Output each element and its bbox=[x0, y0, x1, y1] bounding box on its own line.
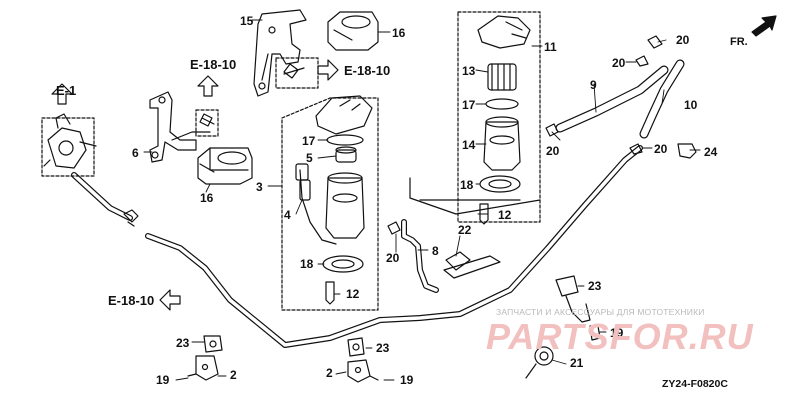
bracket-15 bbox=[253, 9, 307, 97]
ref-20-b: 20 bbox=[612, 56, 626, 70]
clamp-16-top bbox=[327, 11, 379, 51]
ref-9: 9 bbox=[590, 78, 597, 92]
ref-8: 8 bbox=[432, 244, 439, 258]
ref-23-right: 23 bbox=[588, 279, 602, 293]
ref-19-left: 19 bbox=[156, 373, 170, 387]
ref-19-right: 19 bbox=[610, 326, 624, 340]
ref-3: 3 bbox=[256, 180, 263, 194]
ref-2-mid: 2 bbox=[326, 366, 333, 380]
fuel-cock-assembly bbox=[41, 113, 97, 177]
ref-15: 15 bbox=[240, 14, 254, 28]
ref-18-right: 18 bbox=[460, 178, 474, 192]
bolt-19-right bbox=[589, 325, 601, 341]
bracket-6 bbox=[149, 91, 211, 163]
hose-8 bbox=[401, 219, 501, 293]
ref-20-c: 20 bbox=[546, 144, 560, 158]
terminal-21 bbox=[525, 346, 554, 379]
ref-13: 13 bbox=[462, 64, 476, 78]
fuel-strainer-11 bbox=[457, 11, 541, 225]
ref-12-right: 12 bbox=[498, 208, 512, 222]
fuel-filter-assembly-3 bbox=[281, 95, 379, 311]
ref-20-e: 20 bbox=[386, 251, 400, 265]
ref-16-top: 16 bbox=[392, 26, 406, 40]
hose-10 bbox=[639, 59, 685, 139]
tube-clip-left bbox=[123, 209, 139, 227]
arrow-e18-up bbox=[197, 75, 219, 97]
section-label-e1: E-1 bbox=[56, 83, 77, 98]
bolt-19-upper bbox=[195, 109, 219, 137]
ref-11: 11 bbox=[544, 40, 557, 54]
watermark-logo: PARTSFOR.RU bbox=[486, 316, 754, 357]
clamp-23-right bbox=[555, 275, 591, 323]
ref-17-right: 17 bbox=[462, 98, 476, 112]
ref-20-d: 20 bbox=[654, 142, 668, 156]
ref-2-left: 2 bbox=[230, 368, 237, 382]
arrow-e18-right bbox=[317, 59, 339, 81]
ref-18-center: 18 bbox=[300, 257, 314, 271]
fuel-tube-main bbox=[71, 145, 643, 348]
ref-10: 10 bbox=[684, 98, 698, 112]
ref-5: 5 bbox=[306, 151, 313, 165]
clips-20 bbox=[545, 35, 663, 155]
clamp-23-left bbox=[203, 335, 223, 353]
figure-code: ZY24-F0820C bbox=[662, 378, 728, 390]
clip-20-hose bbox=[387, 221, 401, 235]
ref-21: 21 bbox=[570, 356, 584, 370]
section-label-e18-bottom-left: E-18-10 bbox=[108, 293, 155, 308]
ref-22: 22 bbox=[458, 223, 472, 237]
ref-19-mid: 19 bbox=[400, 373, 414, 387]
ref-23-left: 23 bbox=[176, 336, 190, 350]
ref-12-center: 12 bbox=[346, 287, 360, 301]
section-label-e18-top-left: E-18-10 bbox=[190, 57, 237, 72]
ref-4: 4 bbox=[284, 208, 291, 222]
ref-14: 14 bbox=[462, 138, 476, 152]
hose-9 bbox=[555, 65, 669, 133]
leader-filter-hose bbox=[409, 177, 541, 215]
arrow-e1-up bbox=[51, 83, 73, 105]
stay-2-mid bbox=[347, 359, 379, 383]
section-label-e18-top-mid: E-18-10 bbox=[344, 63, 391, 78]
ref-24: 24 bbox=[704, 145, 718, 159]
clip-24 bbox=[677, 143, 697, 159]
ref-17-center: 17 bbox=[302, 134, 316, 148]
arrow-e18-left bbox=[159, 289, 181, 311]
leader-lines bbox=[143, 19, 701, 381]
watermark-text: ЗАПЧАСТИ И АКСЕССУАРЫ ДЛЯ МОТОТЕХНИКИ bbox=[496, 307, 705, 317]
clamp-23-mid bbox=[347, 337, 365, 357]
ref-16-left: 16 bbox=[200, 191, 214, 205]
stay-2-left bbox=[187, 355, 219, 381]
ref-23-mid: 23 bbox=[376, 341, 390, 355]
ref-20-a: 20 bbox=[676, 33, 690, 47]
direction-label: FR. bbox=[730, 36, 748, 48]
direction-arrow-icon bbox=[751, 15, 777, 37]
ref-6: 6 bbox=[132, 146, 139, 160]
clamp-16-left bbox=[197, 147, 253, 185]
